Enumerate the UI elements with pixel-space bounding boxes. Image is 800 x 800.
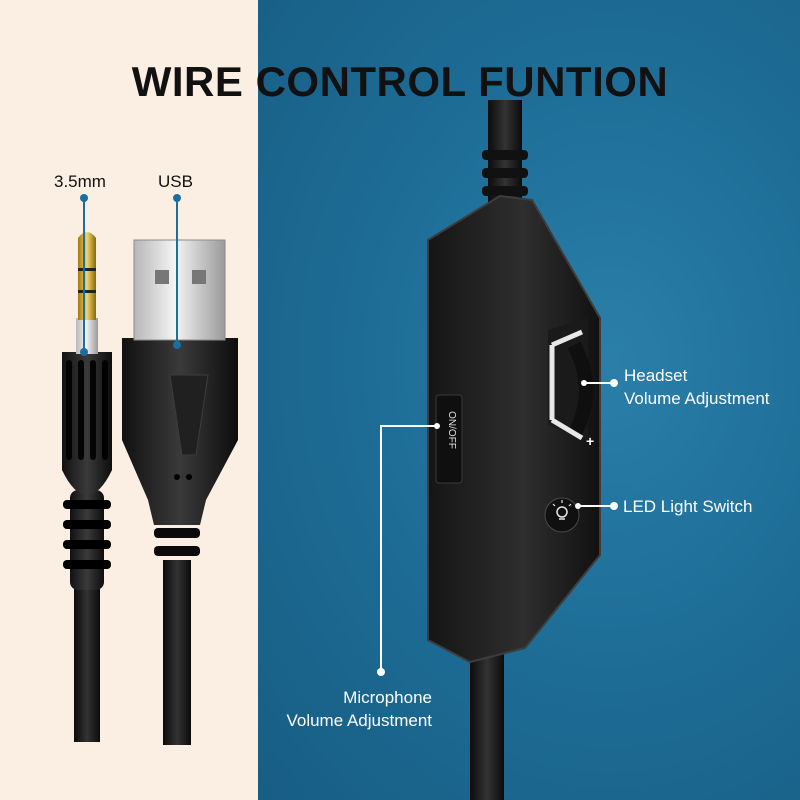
wire-control-remote-icon <box>427 194 601 664</box>
label-headset-volume: Headset Volume Adjustment <box>624 364 770 410</box>
label-mic-volume-line2: Volume Adjustment <box>286 711 432 730</box>
usb-plug-icon <box>122 239 238 745</box>
callout-jack <box>80 194 88 356</box>
cable-bottom <box>470 640 504 800</box>
title-part-2: CONTROL FUNTION <box>255 58 669 105</box>
label-led-switch: LED Light Switch <box>623 497 753 516</box>
label-mic-volume: Microphone Volume Adjustment <box>262 686 432 732</box>
audio-jack-icon <box>62 232 112 742</box>
label-headset-volume-line2: Volume Adjustment <box>624 389 770 408</box>
callout-led-switch <box>575 502 618 510</box>
title-part-1: WIRE <box>131 58 256 105</box>
page-title: WIRE CONTROL FUNTION <box>0 58 800 106</box>
label-jack: 3.5mm <box>54 172 106 191</box>
callout-usb <box>173 194 181 349</box>
on-off-switch-label: ON/OFF <box>446 411 457 449</box>
label-headset-volume-line1: Headset <box>624 366 688 385</box>
label-mic-volume-line1: Microphone <box>343 688 432 707</box>
label-usb: USB <box>158 172 193 191</box>
strain-relief-top <box>482 150 528 196</box>
callout-mic-volume <box>377 423 440 676</box>
callout-headset-volume <box>581 379 618 387</box>
volume-plus-label: + <box>586 433 594 449</box>
led-bulb-icon <box>552 500 572 520</box>
